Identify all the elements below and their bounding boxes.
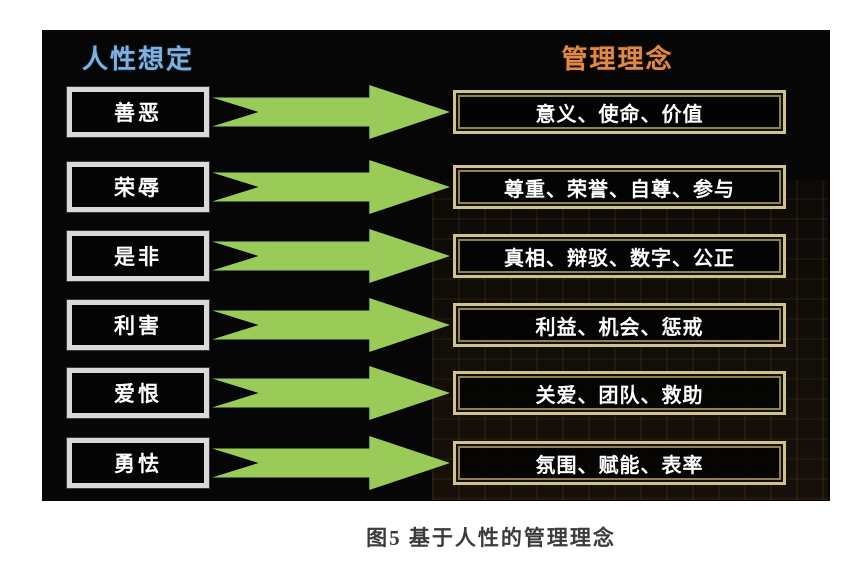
human-nature-box: 是非 (67, 231, 209, 281)
right-arrow-icon (212, 366, 450, 420)
mapping-row: 荣辱 尊重、荣誉、自尊、参与 (67, 160, 786, 214)
mapping-row: 勇怯 氛围、赋能、表率 (67, 436, 786, 490)
management-concept-box: 真相、辩驳、数字、公正 (453, 234, 786, 278)
human-nature-box: 善恶 (67, 87, 209, 137)
left-column-header: 人性想定 (81, 44, 194, 74)
figure-caption: 图5 基于人性的管理理念 (366, 526, 616, 550)
diagram-panel: 人性想定 管理理念 善恶 意义、使命、价值 荣辱 尊重、荣誉、自尊、参与 是非 … (42, 30, 830, 501)
management-concept-box: 意义、使命、价值 (453, 90, 786, 134)
mapping-row: 爱恨 关爱、团队、救助 (67, 366, 786, 420)
right-arrow-icon (212, 436, 450, 490)
human-nature-box: 利害 (67, 300, 209, 350)
management-concept-box: 利益、机会、惩戒 (453, 303, 786, 347)
management-concept-box: 关爱、团队、救助 (453, 371, 786, 415)
human-nature-box: 爱恨 (67, 368, 209, 418)
human-nature-box: 勇怯 (67, 438, 209, 488)
management-concept-box: 尊重、荣誉、自尊、参与 (453, 165, 786, 209)
mapping-row: 善恶 意义、使命、价值 (67, 85, 786, 139)
right-arrow-icon (212, 298, 450, 352)
right-column-header: 管理理念 (561, 44, 674, 74)
right-arrow-icon (212, 85, 450, 139)
right-arrow-icon (212, 160, 450, 214)
mapping-row: 利害 利益、机会、惩戒 (67, 298, 786, 352)
management-concept-box: 氛围、赋能、表率 (453, 441, 786, 485)
right-arrow-icon (212, 229, 450, 283)
human-nature-box: 荣辱 (67, 162, 209, 212)
mapping-row: 是非 真相、辩驳、数字、公正 (67, 229, 786, 283)
